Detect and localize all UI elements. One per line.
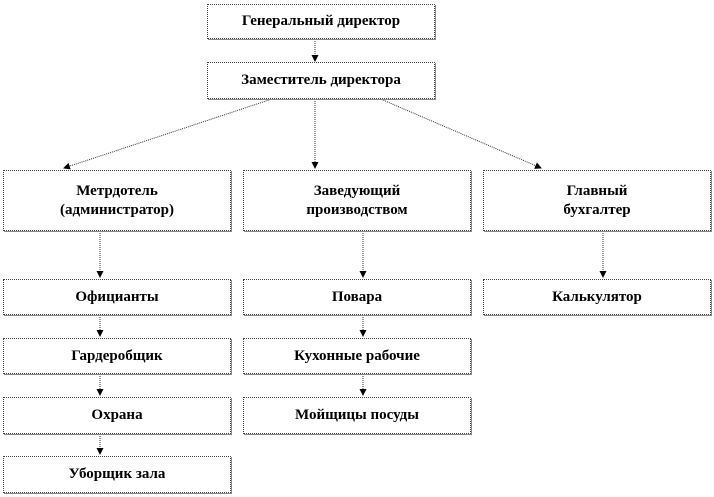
node-production-head: Заведующий производством <box>243 170 471 231</box>
node-ceo: Генеральный директор <box>207 4 435 39</box>
node-deputy: Заместитель директора <box>207 62 435 99</box>
node-maitre: Метрдотель (администратор) <box>3 170 231 231</box>
node-dishwashers: Мойщицы посуды <box>243 397 471 434</box>
arrow-deputy-maitre <box>63 96 279 170</box>
arrow-deputy-accountant <box>375 96 542 169</box>
node-calculator: Калькулятор <box>483 279 711 315</box>
node-cooks: Повара <box>243 279 471 315</box>
node-hall-cleaner: Уборщик зала <box>3 456 231 493</box>
node-kitchen-workers: Кухонные рабочие <box>243 338 471 374</box>
node-security: Охрана <box>3 397 231 434</box>
node-cloakroom: Гардеробщик <box>3 338 231 374</box>
node-waiters: Официанты <box>3 279 231 315</box>
node-chief-accountant: Главный бухгалтер <box>483 170 711 231</box>
